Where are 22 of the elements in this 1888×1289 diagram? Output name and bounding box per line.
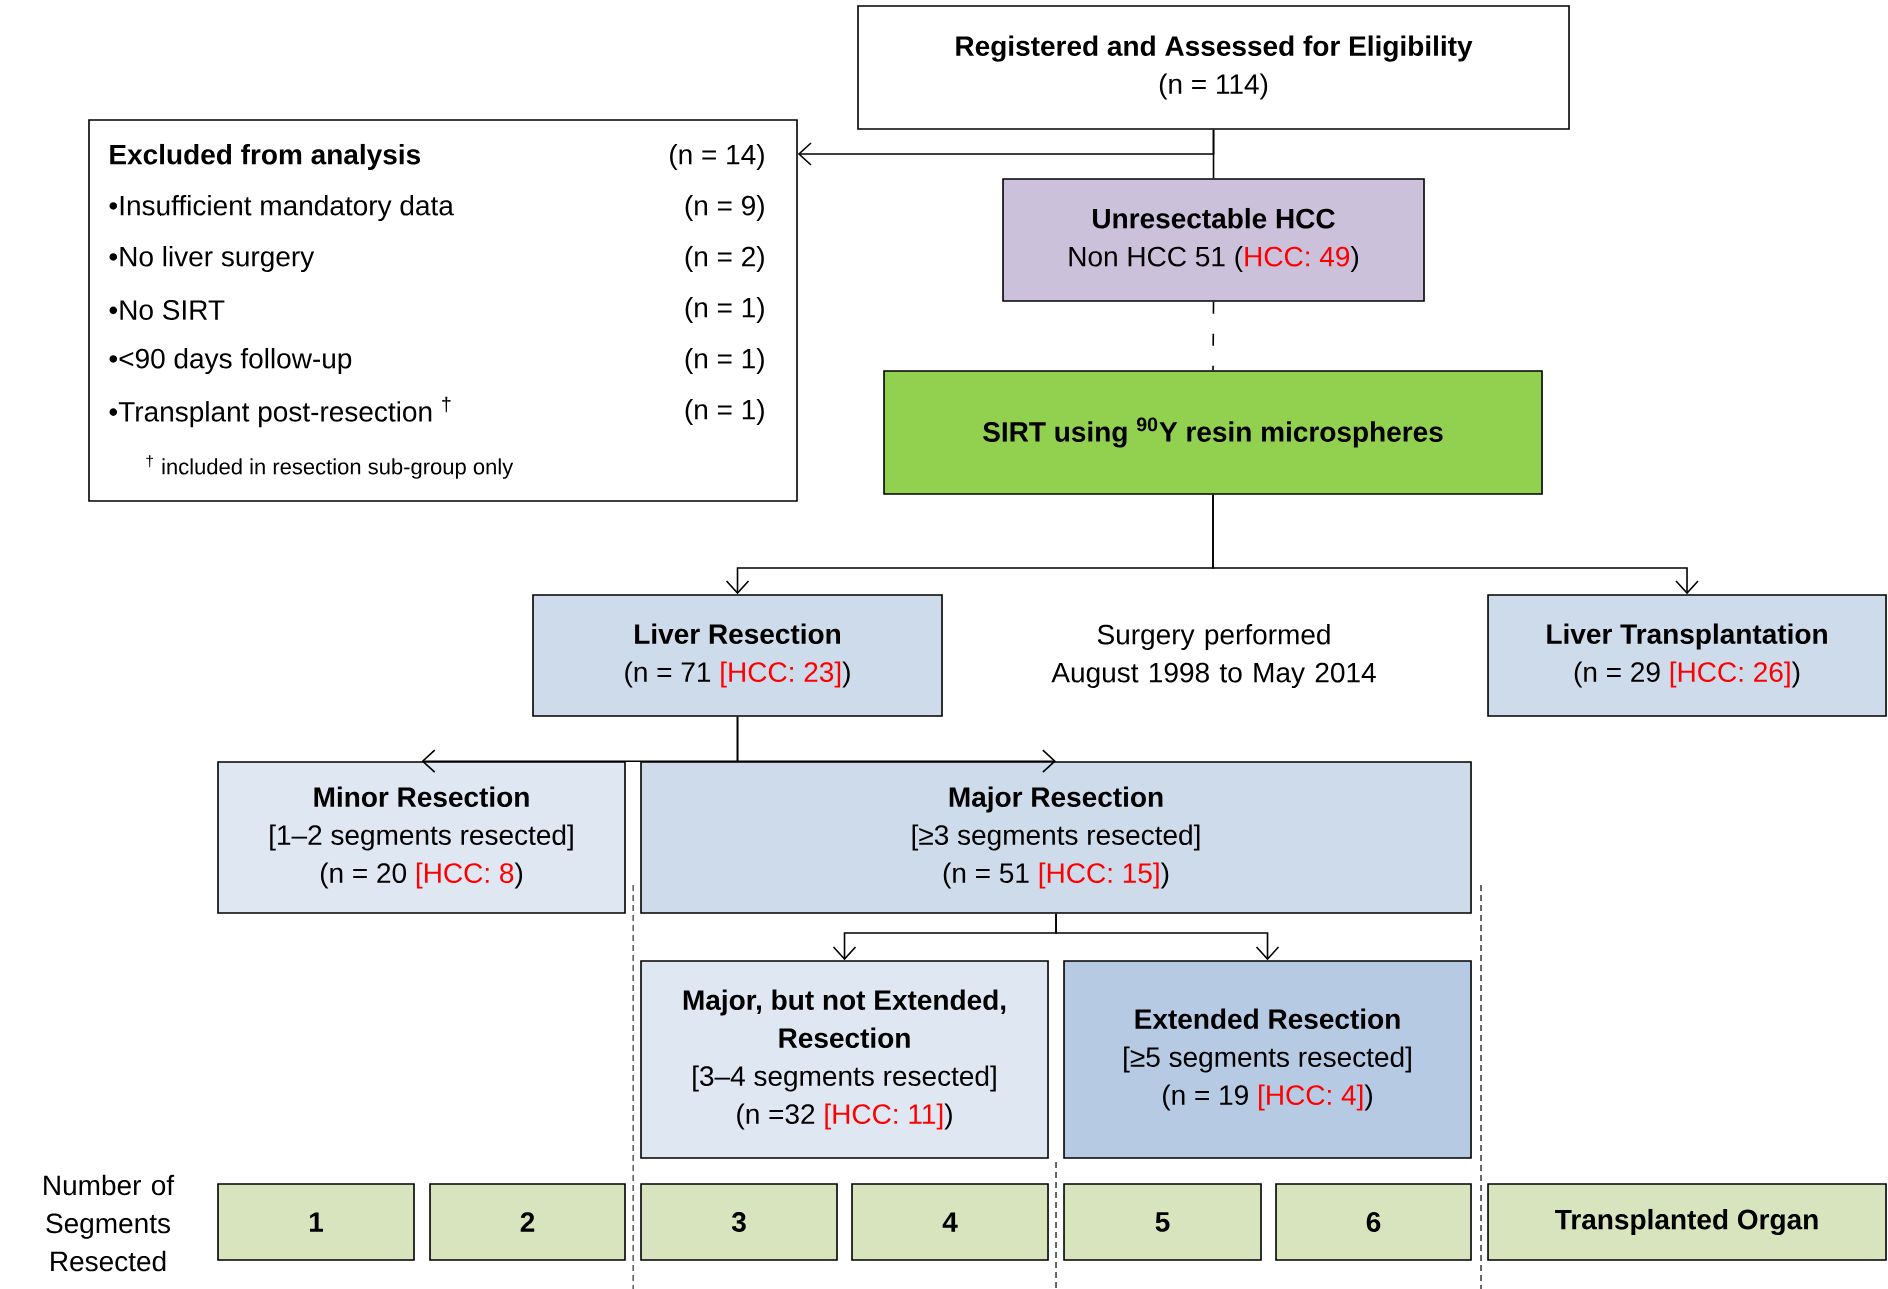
- segment-box: 4: [851, 1183, 1049, 1261]
- segment-box: 2: [429, 1183, 626, 1261]
- process-box: Registered and Assessed for Eligibility (n = 114): [857, 5, 1570, 130]
- arrow: [1212, 494, 1699, 595]
- arrow: [736, 716, 1057, 773]
- process-box: Extended Resection [≥5 segments resected] (n = 19 [HCC: 4]): [1063, 960, 1472, 1159]
- note-text: Surgery performed August 1998 to May 2014: [1051, 623, 1376, 689]
- process-box: Minor Resection [1–2 segments resected] (n = 20 [HCC: 8): [217, 761, 626, 914]
- process-box: Major, but not Extended, Resection [3–4 segments resected] (n =32 [HCC: 11]): [640, 960, 1049, 1159]
- process-box: SIRT using $^{90}$Y resin microspheres: [883, 370, 1543, 495]
- segment-box: 6: [1275, 1183, 1472, 1261]
- segment-box: 5: [1063, 1183, 1262, 1261]
- segment-box: Transplanted Organ: [1487, 1183, 1887, 1261]
- exclusion-box: Excluded from analysis (n = 14) •Insufficient mandatory data (n = 9) •No liver surgery (n = 2) •No SIRT (n = 1) •<90 days follow-up (n = 1) •Transplant post-resection $^{†}$ (n = 1) $^{†}$ included in resection sub-group only: [88, 119, 798, 502]
- process-box: Liver Transplantation (n = 29 [HCC: 26]): [1487, 594, 1887, 717]
- note-text: Number of Segments Resected: [44, 1174, 175, 1272]
- arrow: [1055, 913, 1280, 961]
- process-box: Liver Resection (n = 71 [HCC: 23]): [532, 594, 943, 717]
- segment-box: 3: [640, 1183, 838, 1261]
- process-box: Unresectable HCC Non HCC 51 (HCC: 49): [1002, 178, 1425, 302]
- segment-box: 1: [217, 1183, 415, 1261]
- process-box: Major Resection [≥3 segments resected] (n = 51 [HCC: 15]): [640, 761, 1472, 914]
